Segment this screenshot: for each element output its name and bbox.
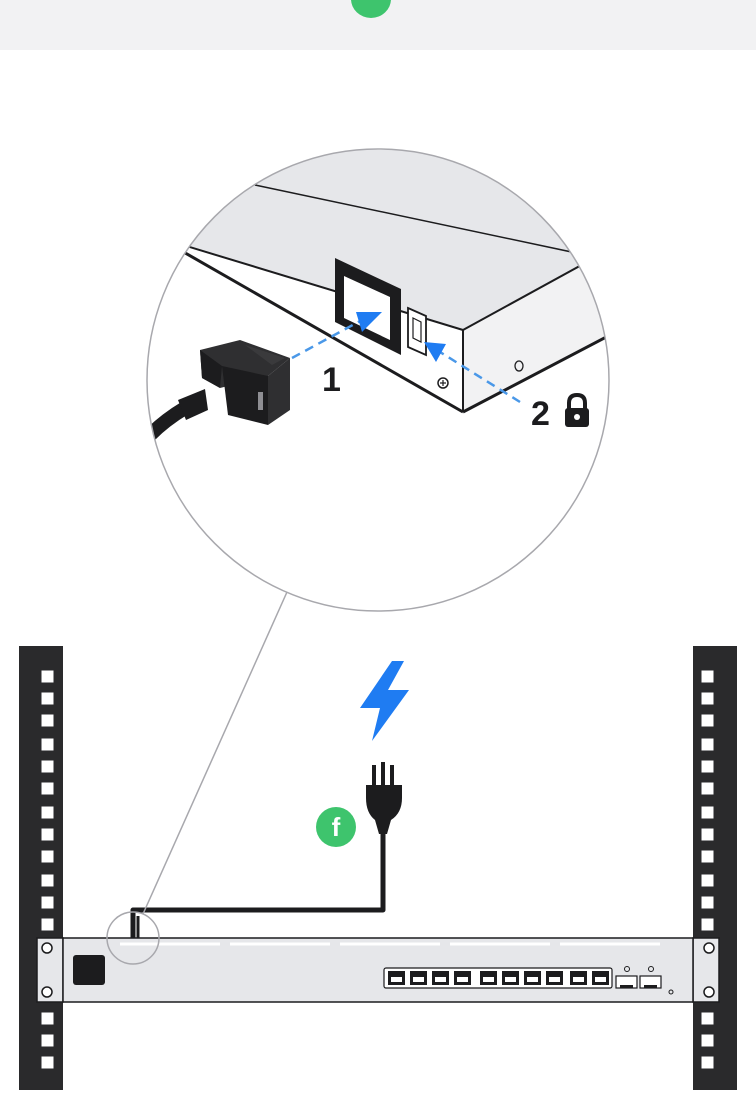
lightning-bolt-icon bbox=[360, 661, 409, 741]
rack-hole bbox=[700, 827, 715, 842]
step-badge: f bbox=[316, 807, 356, 847]
screw-icon bbox=[41, 942, 715, 998]
step-1-label: 1 bbox=[322, 361, 341, 399]
rack-hole bbox=[700, 1033, 715, 1048]
guide-line-1 bbox=[291, 318, 363, 360]
rack-post-left bbox=[19, 646, 63, 1090]
rack-hole bbox=[700, 737, 715, 752]
rack-hole bbox=[40, 805, 55, 820]
sfp-ports bbox=[615, 966, 674, 995]
ethernet-port-contacts bbox=[391, 977, 402, 982]
rack-hole bbox=[700, 849, 715, 864]
top-step-badge bbox=[351, 0, 391, 18]
rack-hole bbox=[40, 1033, 55, 1048]
step-2-label: 2 bbox=[531, 395, 550, 433]
arrow-2-icon bbox=[424, 342, 446, 362]
rack-hole bbox=[700, 691, 715, 706]
switch-ports bbox=[388, 971, 609, 985]
rack-hole bbox=[700, 805, 715, 820]
screw-icon bbox=[437, 377, 449, 389]
cable-lock-clip bbox=[407, 306, 427, 357]
ethernet-port-contacts bbox=[595, 977, 606, 982]
power-cable bbox=[130, 832, 386, 940]
ethernet-port-contacts bbox=[483, 977, 494, 982]
c13-power-connector bbox=[147, 340, 290, 442]
power-plug-icon bbox=[366, 762, 402, 834]
ethernet-port-contacts bbox=[549, 977, 560, 982]
lock-icon bbox=[565, 392, 589, 427]
callout-connector-line bbox=[142, 591, 288, 915]
rack-hole bbox=[40, 917, 55, 932]
rack-hole bbox=[700, 1011, 715, 1026]
rack-hole bbox=[700, 895, 715, 910]
rack-hole bbox=[40, 1011, 55, 1026]
vent-hole bbox=[514, 360, 524, 372]
zoom-view-border bbox=[146, 148, 610, 612]
rack-hole bbox=[700, 873, 715, 888]
ethernet-port-contacts bbox=[573, 977, 584, 982]
ethernet-port-contacts bbox=[457, 977, 468, 982]
ethernet-port-contacts bbox=[505, 977, 516, 982]
rack-hole bbox=[700, 713, 715, 728]
rack-hole bbox=[40, 1055, 55, 1070]
rack-hole bbox=[700, 917, 715, 932]
power-inlet bbox=[335, 258, 401, 355]
rack-switch bbox=[36, 937, 720, 1003]
rack-hole bbox=[40, 759, 55, 774]
rack-hole bbox=[40, 781, 55, 796]
rack-hole bbox=[40, 713, 55, 728]
step-badge-letter: f bbox=[332, 812, 341, 842]
rack-hole bbox=[700, 759, 715, 774]
rack-hole bbox=[40, 873, 55, 888]
rack-hole bbox=[40, 895, 55, 910]
rack-hole bbox=[40, 691, 55, 706]
rack-hole bbox=[40, 827, 55, 842]
callout-source-circle bbox=[106, 911, 160, 965]
rack-hole bbox=[700, 781, 715, 796]
rack-hole bbox=[40, 849, 55, 864]
ethernet-port-contacts bbox=[527, 977, 538, 982]
ethernet-port-contacts bbox=[435, 977, 446, 982]
ethernet-port-contacts bbox=[413, 977, 424, 982]
rack-post-right bbox=[693, 646, 737, 1090]
arrow-1-icon bbox=[356, 312, 382, 332]
rack-hole bbox=[700, 1055, 715, 1070]
rack-hole bbox=[40, 737, 55, 752]
rack-hole bbox=[700, 669, 715, 684]
guide-line-2 bbox=[439, 350, 521, 404]
top-band bbox=[0, 0, 756, 50]
switch-display bbox=[73, 955, 105, 985]
rack-hole bbox=[40, 669, 55, 684]
